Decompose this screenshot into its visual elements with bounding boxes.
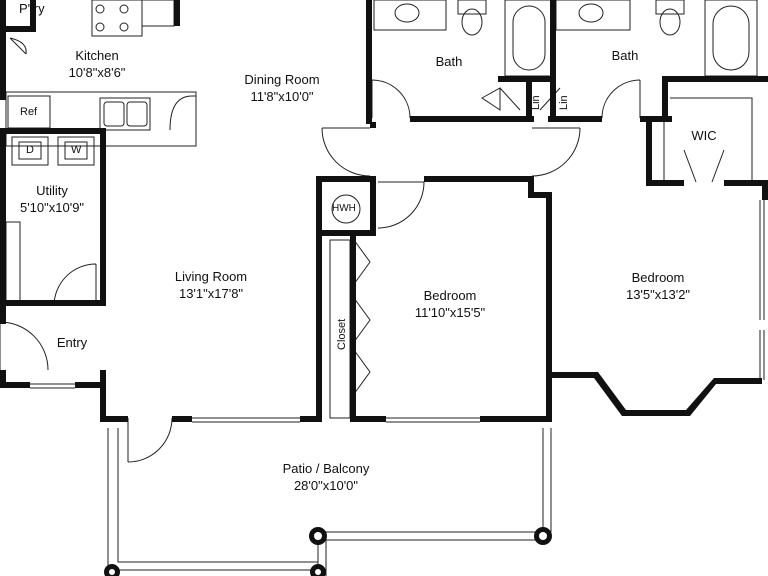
bath1-vanity xyxy=(373,0,447,31)
patio-name: Patio / Balcony xyxy=(282,461,370,476)
ref-tag: Ref xyxy=(20,106,38,118)
bath2-label: Bath xyxy=(612,47,639,64)
bath2-toilet xyxy=(659,8,681,36)
dryer xyxy=(11,136,49,166)
living-label: Living Room 13'1"x17'8" xyxy=(175,268,247,302)
dining-dims: 11'8"x10'0" xyxy=(250,89,314,104)
linen2-tag: Lin xyxy=(558,75,570,110)
kitchen-name: Kitchen xyxy=(75,48,119,63)
kitchen-label: Kitchen 10'8"x8'6" xyxy=(69,47,126,81)
living-name: Living Room xyxy=(174,269,248,284)
closet-tag: Closet xyxy=(336,318,348,350)
pantry-name: P'try xyxy=(19,1,45,16)
kitchen-sink xyxy=(99,97,151,131)
wic-label: WIC xyxy=(691,127,716,144)
bedroom1-label: Bedroom 11'10"x15'5" xyxy=(415,287,485,321)
dining-name: Dining Room xyxy=(244,72,320,87)
hwh-tank xyxy=(331,194,361,224)
washer-tag: W xyxy=(71,144,82,156)
pantry-label: P'try xyxy=(19,0,45,17)
bedroom1-name: Bedroom xyxy=(423,288,477,303)
entry-label: Entry xyxy=(57,334,87,351)
dining-label: Dining Room 11'8"x10'0" xyxy=(244,71,319,105)
utility-label: Utility 5'10"x10'9" xyxy=(20,182,84,216)
linen2-text: Lin xyxy=(558,95,570,110)
wic-name: WIC xyxy=(691,128,717,143)
utility-dims: 5'10"x10'9" xyxy=(19,200,85,215)
walls xyxy=(0,0,768,422)
bath1-name: Bath xyxy=(435,54,463,69)
bedroom2-name: Bedroom xyxy=(631,270,685,285)
bedroom1-dims: 11'10"x15'5" xyxy=(414,305,486,320)
patio-dims: 28'0"x10'0" xyxy=(293,478,359,493)
linen1-text: Lin xyxy=(530,95,542,110)
patio-posts xyxy=(104,527,552,576)
bath2-name: Bath xyxy=(611,48,639,63)
bedroom2-dims: 13'5"x13'2" xyxy=(625,287,691,302)
bath1-toilet xyxy=(461,8,483,36)
bath1-label: Bath xyxy=(436,53,463,70)
door-swings xyxy=(0,37,725,463)
utility-name: Utility xyxy=(36,183,68,198)
living-dims: 13'1"x17'8" xyxy=(178,286,244,301)
hwh-tag: HWH xyxy=(332,203,356,214)
dryer-tag: D xyxy=(26,144,34,156)
patio-label: Patio / Balcony 28'0"x10'0" xyxy=(283,460,370,494)
kitchen-dims: 10'8"x8'6" xyxy=(68,65,126,80)
linen1-tag: Lin xyxy=(530,75,542,110)
bath1-tub xyxy=(504,0,554,77)
entry-name: Entry xyxy=(56,335,88,350)
bedroom2-label: Bedroom 13'5"x13'2" xyxy=(626,269,690,303)
washer xyxy=(57,136,95,166)
